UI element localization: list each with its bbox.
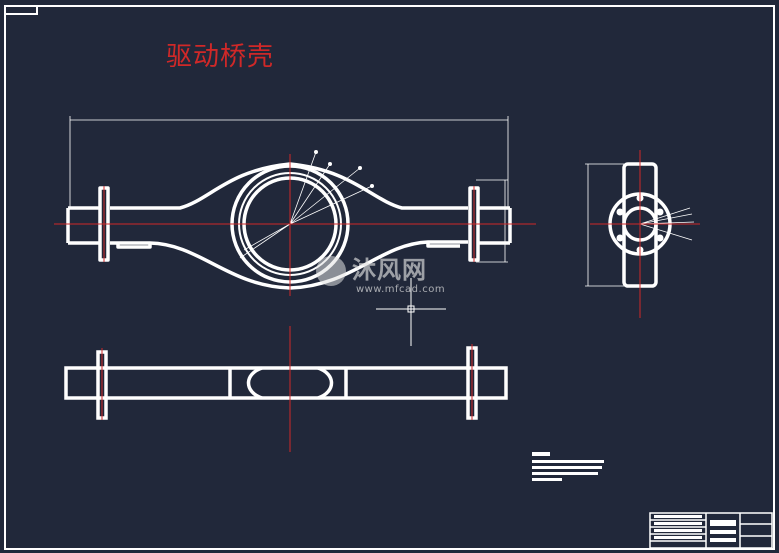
drawing-title: 驱动桥壳 [166, 42, 275, 72]
watermark-brand: 沐风网 [352, 256, 427, 284]
side-view-bolts [616, 194, 664, 254]
title-block-fill [654, 515, 736, 542]
front-view-leaders [69, 116, 509, 263]
title-block [649, 512, 773, 549]
top-view [64, 346, 508, 420]
sheet-border [4, 5, 775, 550]
front-view-leader-arrows [314, 150, 374, 188]
sheet-corner-tab [5, 6, 38, 15]
side-view-leaders [585, 163, 695, 287]
front-view-centerlines [54, 154, 536, 296]
top-view-centerlines [101, 326, 473, 452]
watermark-url: www.mfcad.com [356, 284, 446, 295]
mfcad-logo-icon [316, 256, 346, 286]
watermark: 沐风网 www.mfcad.com [316, 256, 476, 298]
side-view-centerlines [590, 150, 700, 318]
technical-notes-block [532, 452, 604, 481]
crosshair-cursor-icon [376, 278, 446, 346]
